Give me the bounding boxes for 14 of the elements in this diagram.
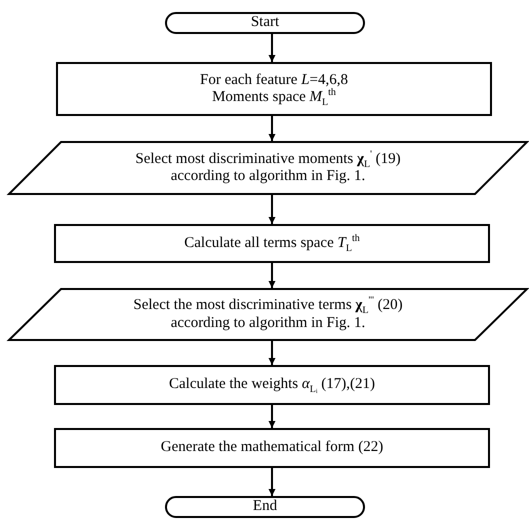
step-text: End — [252, 498, 278, 516]
arrow — [268, 116, 276, 141]
arrow — [268, 468, 276, 496]
step-text: Start — [250, 14, 280, 32]
arrow — [268, 263, 276, 288]
step-text: Generate the mathematical form (22) — [160, 439, 384, 457]
arrow — [268, 195, 276, 224]
arrow — [268, 341, 276, 365]
arrow — [268, 34, 276, 62]
step-text: Select the most discriminative terms χ$_{L}$$^{'''}$ (20) according to algorithm in Fig. 1. — [132, 297, 404, 332]
step-text: Calculate the weights α$_{Lᵢ}$ (17),(21) — [169, 376, 375, 394]
step-text: For each feature L=4,6,8 — [200, 72, 348, 88]
step-text: Select most discriminative moments χ$_{L}$$^{'}$ (19) according to algorithm in Fig. 1. — [134, 150, 402, 186]
arrow — [268, 405, 276, 428]
